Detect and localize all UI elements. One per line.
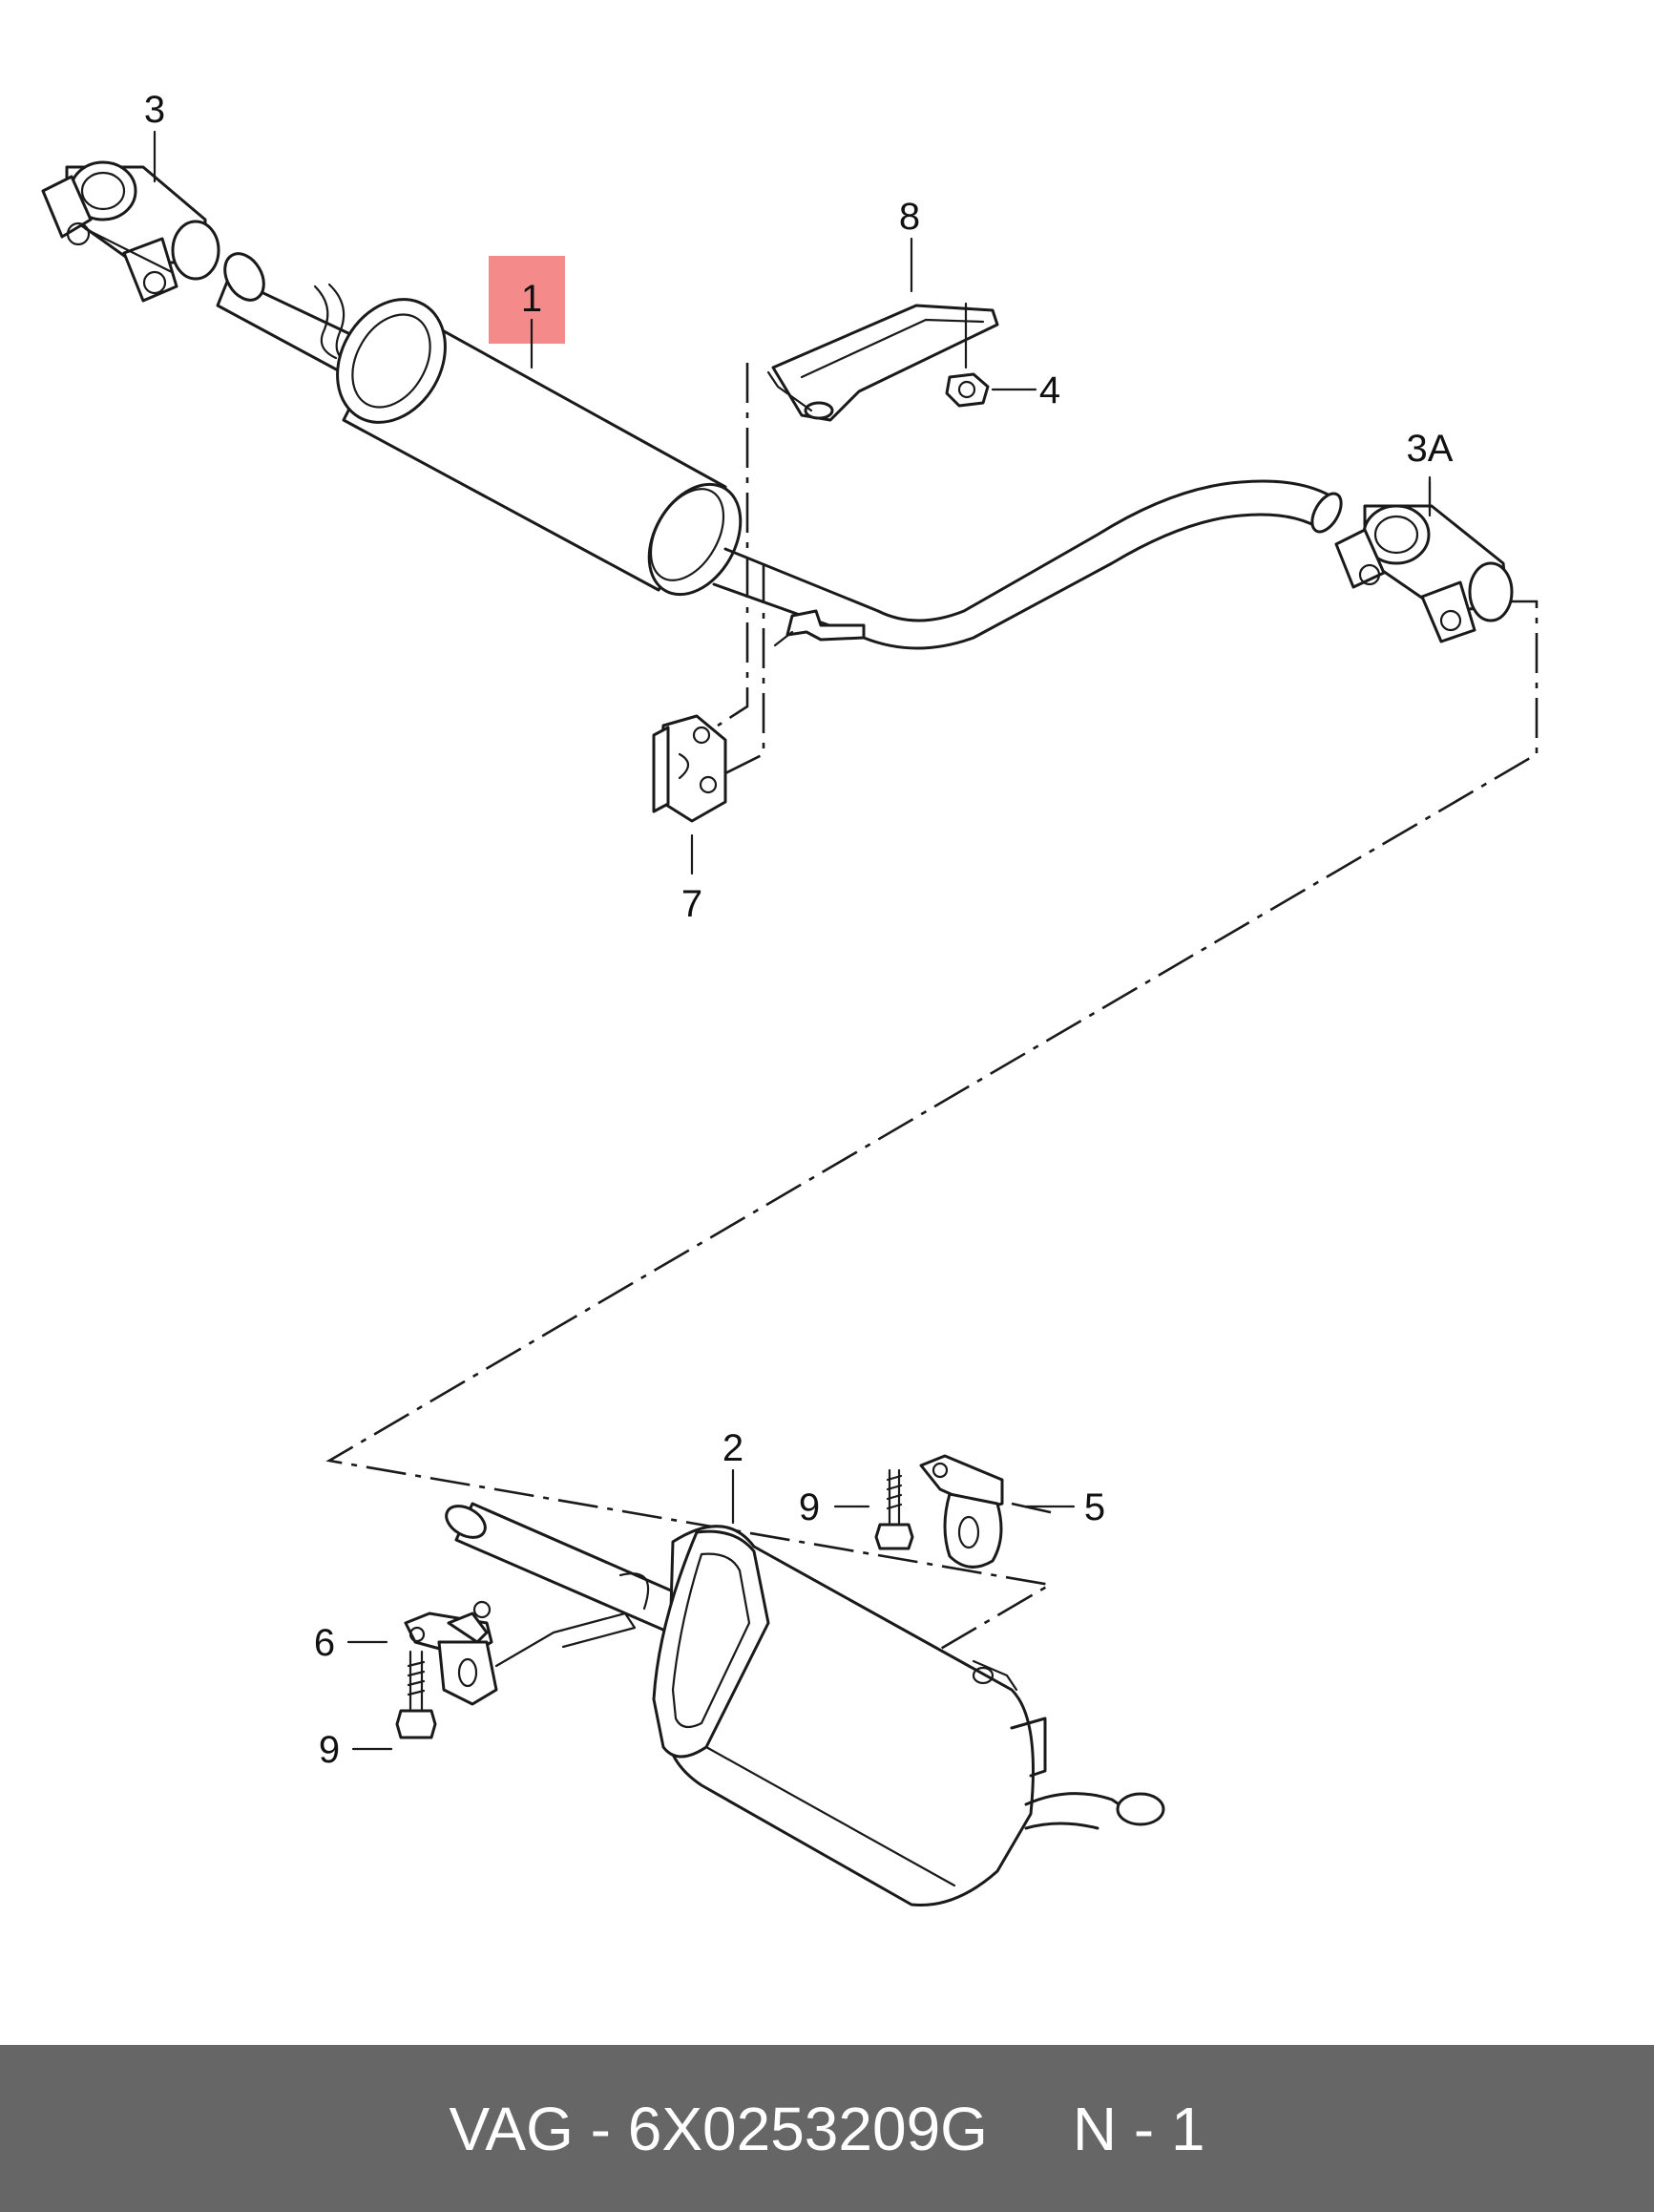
exhaust-diagram: 3 1 8 4 3A 7 2 9 5 6 9 — [41, 89, 1539, 1907]
heat-shield-8 — [766, 302, 999, 422]
clamp-3 — [41, 160, 220, 303]
callout-4: 4 — [1039, 369, 1060, 411]
spacer — [988, 2095, 1073, 2163]
brand-label: VAG — [449, 2094, 574, 2163]
callout-9-lower: 9 — [319, 1729, 340, 1771]
part-number: 6X0253209G — [627, 2094, 988, 2163]
part-caption: VAG - 6X0253209G N - 1 — [449, 2094, 1204, 2164]
callout-6: 6 — [314, 1622, 335, 1664]
nut-4 — [945, 372, 1037, 408]
callout-9-upper: 9 — [799, 1486, 820, 1528]
callout-8: 8 — [899, 196, 920, 238]
part-footer: VAG - 6X0253209G N - 1 — [0, 2045, 1654, 2212]
diagram-position: N - 1 — [1072, 2094, 1205, 2163]
rubber-mount-6 — [346, 1600, 637, 1706]
front-silencer-1 — [216, 252, 1343, 650]
assembly-lines — [325, 363, 1539, 1658]
callout-3a: 3A — [1407, 428, 1454, 470]
rear-silencer-2 — [445, 1502, 1165, 1907]
callout-3: 3 — [144, 89, 165, 131]
callout-1: 1 — [521, 278, 542, 320]
callout-7: 7 — [681, 883, 702, 925]
bolt-9-upper — [833, 1468, 914, 1550]
clamp-3a — [1334, 480, 1514, 643]
separator: - — [573, 2094, 628, 2163]
callout-2: 2 — [722, 1427, 743, 1469]
rubber-mount-7 — [652, 714, 727, 875]
rubber-mount-5 — [919, 1454, 1076, 1569]
callout-5: 5 — [1084, 1486, 1105, 1528]
leader-lines — [153, 130, 1432, 1525]
bolt-9-lower — [351, 1650, 437, 1751]
callout-1-highlight — [489, 256, 565, 344]
